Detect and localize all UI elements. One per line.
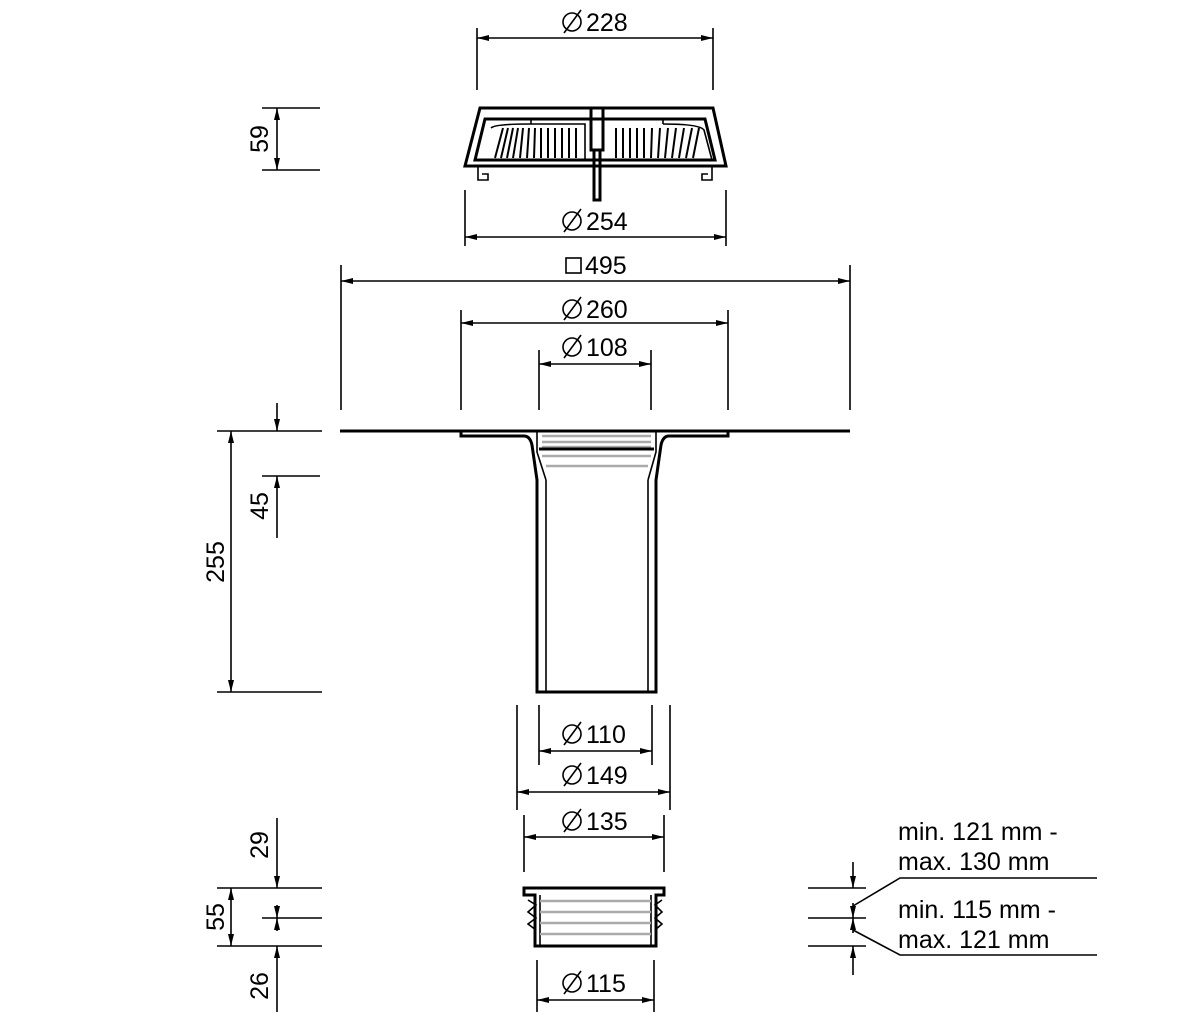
- note-upper-line2: max. 130 mm: [898, 848, 1049, 876]
- grate-drawing: [463, 106, 728, 202]
- adapter-drawing: [522, 886, 666, 948]
- diameter-icon: [562, 9, 582, 34]
- diameter-icon: [562, 808, 582, 833]
- dim-grate-height: 59: [246, 107, 320, 171]
- dim-grate-bottom: 254: [464, 190, 727, 246]
- label-adapter-top-dia: 135: [586, 808, 628, 836]
- label-adapter-top-height: 29: [246, 831, 274, 859]
- insertion-range-note: min. 121 mm - max. 130 mm min. 115 mm - …: [808, 818, 1097, 975]
- label-grate-height: 59: [246, 125, 274, 153]
- dim-pipe: 110: [538, 705, 653, 765]
- diameter-icon: [562, 334, 582, 359]
- label-inlet-dia: 108: [586, 334, 628, 362]
- dim-flange-ring: 260: [460, 296, 729, 410]
- dim-collar-height: 45: [246, 403, 320, 538]
- outlet-body-drawing: [340, 429, 850, 694]
- diameter-icon: [562, 762, 582, 787]
- label-adapter-height: 55: [202, 903, 230, 931]
- label-grate-bottom-dia: 254: [586, 208, 628, 236]
- label-flange-square: 495: [585, 252, 627, 280]
- label-grate-top-dia: 228: [586, 9, 628, 37]
- diameter-icon: [562, 721, 582, 746]
- label-total-height: 255: [202, 541, 230, 583]
- diameter-icon: [562, 296, 582, 321]
- dim-flange-square: 495: [340, 252, 851, 410]
- label-pipe-outer-dia: 149: [586, 762, 628, 790]
- diameter-icon: [562, 208, 582, 233]
- label-flange-ring-dia: 260: [586, 296, 628, 324]
- dim-adapter-top: 135: [523, 808, 665, 872]
- dim-adapter-heights: 29 55 26: [202, 818, 322, 1012]
- diameter-icon: [562, 970, 582, 995]
- square-icon: [565, 257, 582, 274]
- label-adapter-bottom-height: 26: [246, 972, 274, 1000]
- label-collar-height: 45: [246, 492, 274, 520]
- label-pipe-dia: 110: [586, 721, 626, 749]
- dim-grate-top: 228: [476, 9, 714, 90]
- dim-pipe-outer: 149: [516, 705, 671, 810]
- note-lower-line2: max. 121 mm: [898, 926, 1049, 954]
- note-upper-line1: min. 121 mm -: [898, 818, 1058, 846]
- dim-inlet: 108: [538, 334, 652, 410]
- dim-total-height: 255: [202, 430, 322, 693]
- label-adapter-bottom-dia: 115: [586, 970, 626, 998]
- dim-adapter-bottom: 115: [536, 960, 655, 1012]
- note-lower-line1: min. 115 mm -: [898, 896, 1056, 924]
